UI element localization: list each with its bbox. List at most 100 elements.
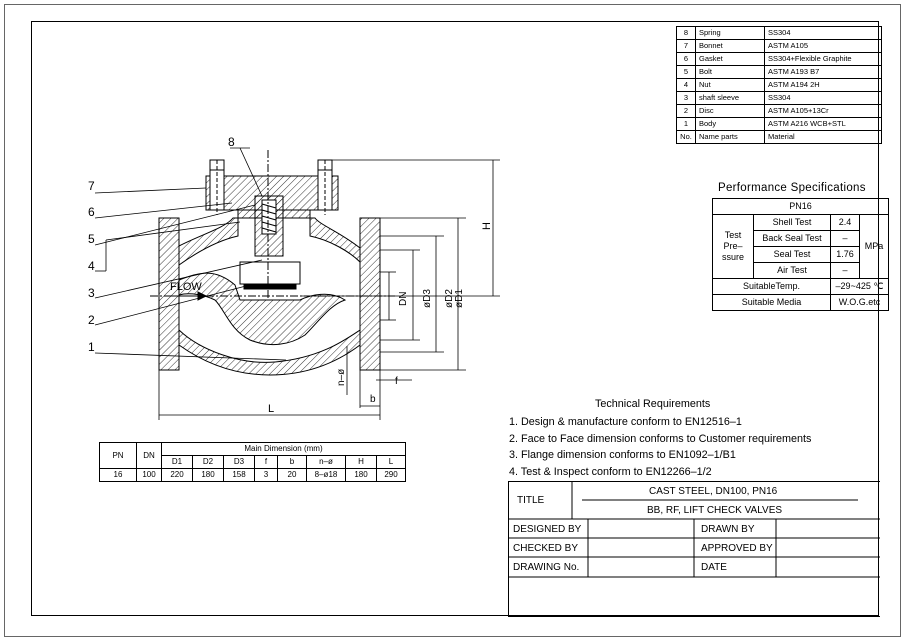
parts-cell-no: 6 [676,52,696,66]
dim-value: 180 [345,468,377,482]
parts-cell-name: Disc [695,104,765,118]
parts-cell-name: Spring [695,26,765,40]
tb-date: DATE [701,562,727,573]
perf-seal-val: 1.76 [830,246,860,263]
outer-frame [4,4,901,637]
tb-drawing-no: DRAWING No. [513,562,580,573]
dim-dn-header: DN [136,442,162,469]
parts-header-material: Material [764,130,882,144]
tb-title-line2: BB, RF, LIFT CHECK VALVES [647,505,783,516]
parts-cell-material: SS304 [764,91,882,105]
parts-cell-material: SS304+Flexible Graphite [764,52,882,66]
tb-approved: APPROVED BY [701,543,773,554]
tb-checked: CHECKED BY [513,543,579,554]
callout-8: 8 [228,135,235,149]
perf-temp-val: –29~425 ℃ [830,278,889,295]
dim-D3: øD3 [422,289,433,308]
callout-2: 2 [88,313,95,327]
parts-header-row: No. Name parts Material [676,130,882,144]
body-upper [178,209,361,266]
dim-col-header: D3 [223,455,255,469]
body-lower [178,328,361,376]
dim-col-header: b [277,455,307,469]
callout-7: 7 [88,179,95,193]
perf-back: Back Seal Test [753,230,831,247]
right-flange [359,217,381,371]
perf-class: PN16 [712,198,889,215]
parts-cell-no: 3 [676,91,696,105]
parts-cell-material: ASTM A193 B7 [764,65,882,79]
perf-shell: Shell Test [753,214,831,231]
disc [239,261,301,285]
parts-header-no: No. [676,130,696,144]
dim-D1: øD1 [454,289,465,308]
parts-cell-material: ASTM A194 2H [764,78,882,92]
perf-shell-val: 2.4 [830,214,860,231]
dim-value: 8–ø18 [306,468,346,482]
parts-cell-no: 4 [676,78,696,92]
tech-item: 1. Design & manufacture conform to EN125… [509,416,742,428]
dim-main-header: Main Dimension (mm) [161,442,406,456]
spring [261,203,277,233]
perf-unit: MPa [859,214,889,279]
parts-cell-material: ASTM A216 WCB+STL [764,117,882,131]
tech-item: 3. Flange dimension conforms to EN1092–1… [509,449,736,461]
parts-cell-name: Bonnet [695,39,765,53]
parts-cell-no: 7 [676,39,696,53]
perf-test-label: Test Pre– ssure [712,214,754,279]
performance-title: Performance Specifications [718,182,866,194]
parts-cell-name: Gasket [695,52,765,66]
dim-value: 220 [161,468,193,482]
title-block: TITLE CAST STEEL, DN100, PN16 BB, RF, LI… [508,481,880,617]
dim-value: 180 [192,468,224,482]
dim-DN: DN [398,292,409,306]
parts-cell-material: SS304 [764,26,882,40]
performance-table: PN16 Test Pre– ssure Shell Test 2.4 MPa … [712,198,889,311]
callout-5: 5 [88,232,95,246]
parts-cell-material: ASTM A105 [764,39,882,53]
parts-header-name: Name parts [695,130,765,144]
callout-6: 6 [88,205,95,219]
body-partition [178,272,347,346]
tb-title-label: TITLE [517,495,545,506]
dim-value: 158 [223,468,255,482]
perf-air: Air Test [753,262,831,279]
tb-drawn: DRAWN BY [701,524,755,535]
dim-value: 3 [254,468,278,482]
dim-L: L [268,403,274,415]
dim-pn-header: PN [99,442,137,469]
dim-value: 290 [376,468,406,482]
dim-col-header: L [376,455,406,469]
dim-value: 20 [277,468,307,482]
callout-4: 4 [88,259,95,273]
dim-H: H [481,222,493,230]
parts-cell-no: 8 [676,26,696,40]
parts-cell-material: ASTM A105+13Cr [764,104,882,118]
dim-D2: øD2 [444,289,455,308]
dim-col-header: f [254,455,278,469]
parts-cell-name: Bolt [695,65,765,79]
parts-cell-name: shaft sleeve [695,91,765,105]
dim-pn-value: 16 [99,468,137,482]
callout-3: 3 [88,286,95,300]
tb-designed: DESIGNED BY [513,524,582,535]
parts-cell-no: 1 [676,117,696,131]
parts-cell-no: 5 [676,65,696,79]
dim-dn-value: 100 [136,468,162,482]
parts-cell-no: 2 [676,104,696,118]
tb-title-line1: CAST STEEL, DN100, PN16 [649,486,778,497]
dim-f: f [395,376,398,387]
perf-air-val: – [830,262,860,279]
parts-cell-name: Body [695,117,765,131]
perf-temp-label: SuitableTemp. [712,278,831,295]
tech-requirements: 1. Design & manufacture conform to EN125… [509,414,811,480]
dim-n: n–ø [336,369,347,386]
